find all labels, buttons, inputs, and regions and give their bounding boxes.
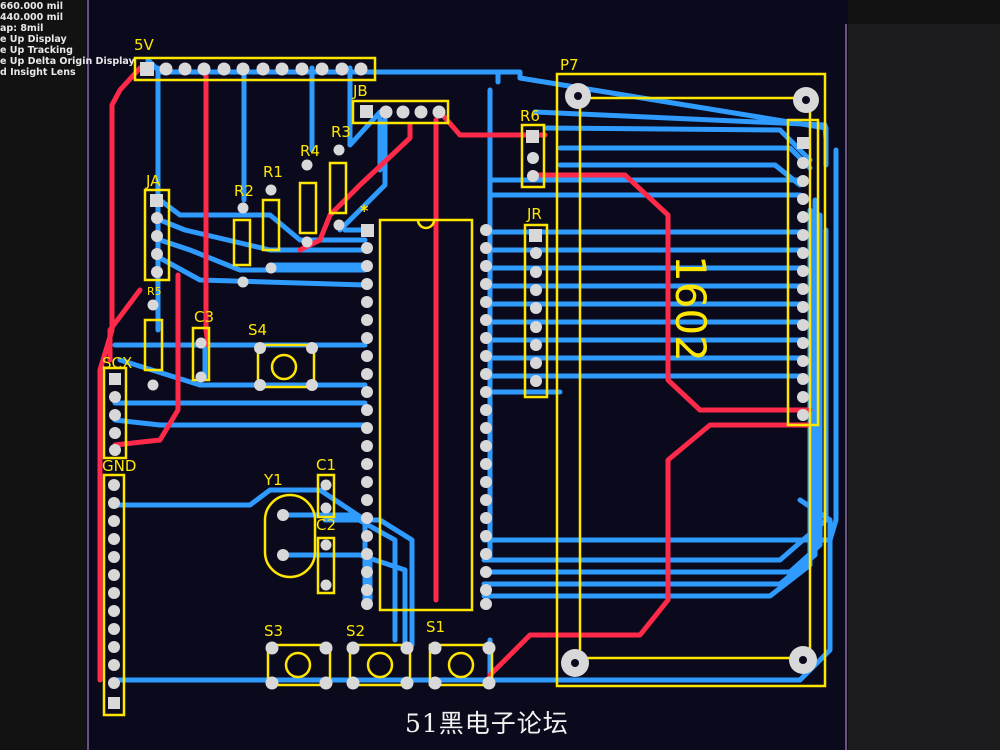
r3-outline xyxy=(328,161,348,215)
mcu-pads-right xyxy=(480,224,492,610)
s3-button xyxy=(284,651,312,679)
header-ja-pads xyxy=(150,194,163,278)
lcd-outer-outline xyxy=(555,72,827,688)
s1-button xyxy=(447,651,475,679)
menu-item-display[interactable]: e Up Display xyxy=(0,34,67,45)
lcd-inner-outline xyxy=(578,96,812,660)
header-gnd-outline xyxy=(102,473,126,717)
label-s3: S3 xyxy=(264,622,283,640)
header-ja-outline xyxy=(143,188,171,282)
label-scx: SCX xyxy=(102,354,132,372)
s4-outline xyxy=(256,343,316,389)
header-r6-outline xyxy=(520,123,546,189)
s3-outline xyxy=(266,643,332,687)
lcd-pin-header-outline xyxy=(786,118,820,427)
c1-outline xyxy=(316,473,336,519)
pads xyxy=(108,62,819,709)
label-ja: JA xyxy=(145,172,161,190)
header-jb-pads xyxy=(360,105,446,119)
forum-watermark: 51黑电子论坛 xyxy=(405,709,569,738)
s2-button xyxy=(366,651,394,679)
label-y1: Y1 xyxy=(263,471,283,489)
label-r6: R6 xyxy=(520,107,540,125)
r2-outline xyxy=(232,218,252,267)
label-r3: R3 xyxy=(331,123,351,141)
label-pin1-marker: * xyxy=(360,201,369,220)
label-s4: S4 xyxy=(248,321,267,339)
label-c2: C2 xyxy=(316,516,336,534)
label-r4: R4 xyxy=(300,142,320,160)
mcu-outline xyxy=(378,218,474,612)
label-gnd: GND xyxy=(102,457,136,475)
label-s1: S1 xyxy=(426,618,445,636)
c2-outline xyxy=(316,536,336,595)
header-5v-pads xyxy=(140,62,368,76)
label-lcd-1602: 1602 xyxy=(666,255,715,362)
y1-outline xyxy=(263,493,317,579)
label-s2: S2 xyxy=(346,622,365,640)
label-c3: C3 xyxy=(194,308,214,326)
header-gnd-pads xyxy=(108,479,120,709)
menu-item-tracking[interactable]: e Up Tracking xyxy=(0,45,73,56)
s2-outline xyxy=(348,643,412,687)
header-jb-outline xyxy=(351,99,450,125)
header-scx-pads xyxy=(109,373,121,456)
right-panel xyxy=(848,24,1000,750)
header-5v-outline xyxy=(133,56,377,82)
status-readout-line-3: ap: 8mil xyxy=(0,23,44,34)
label-jr: JR xyxy=(526,205,542,223)
menu-item-delta-origin[interactable]: e Up Delta Origin Display xyxy=(0,56,135,67)
label-jb: JB xyxy=(352,82,368,100)
header-r6-pads xyxy=(526,130,539,182)
header-jr-pads xyxy=(529,229,542,387)
header-scx-outline xyxy=(102,366,128,460)
menu-item-insight-lens[interactable]: d Insight Lens xyxy=(0,67,76,78)
label-c1: C1 xyxy=(316,456,336,474)
silkscreen xyxy=(102,56,827,717)
s1-outline xyxy=(428,643,494,687)
r4-outline xyxy=(298,181,318,235)
label-p7: P7 xyxy=(560,56,579,74)
label-r5: R5 xyxy=(147,285,162,298)
r5-outline xyxy=(143,318,164,372)
label-5v: 5V xyxy=(134,36,155,54)
label-r1: R1 xyxy=(263,163,283,181)
label-r2: R2 xyxy=(234,182,254,200)
lcd-pin-pads xyxy=(797,137,809,421)
header-jr-outline xyxy=(523,223,549,399)
mcu-notch xyxy=(416,219,436,230)
status-readout-line-1: 660.000 mil xyxy=(0,1,63,12)
silkscreen-labels: 5V JB JA R1 R2 R3 R4 R5 R6 JR P7 C3 S4 S… xyxy=(102,36,715,640)
s4-button xyxy=(270,353,298,381)
mcu-pads-left xyxy=(361,224,374,610)
status-readout-line-2: 440.000 mil xyxy=(0,12,63,23)
r1-outline xyxy=(261,198,281,252)
